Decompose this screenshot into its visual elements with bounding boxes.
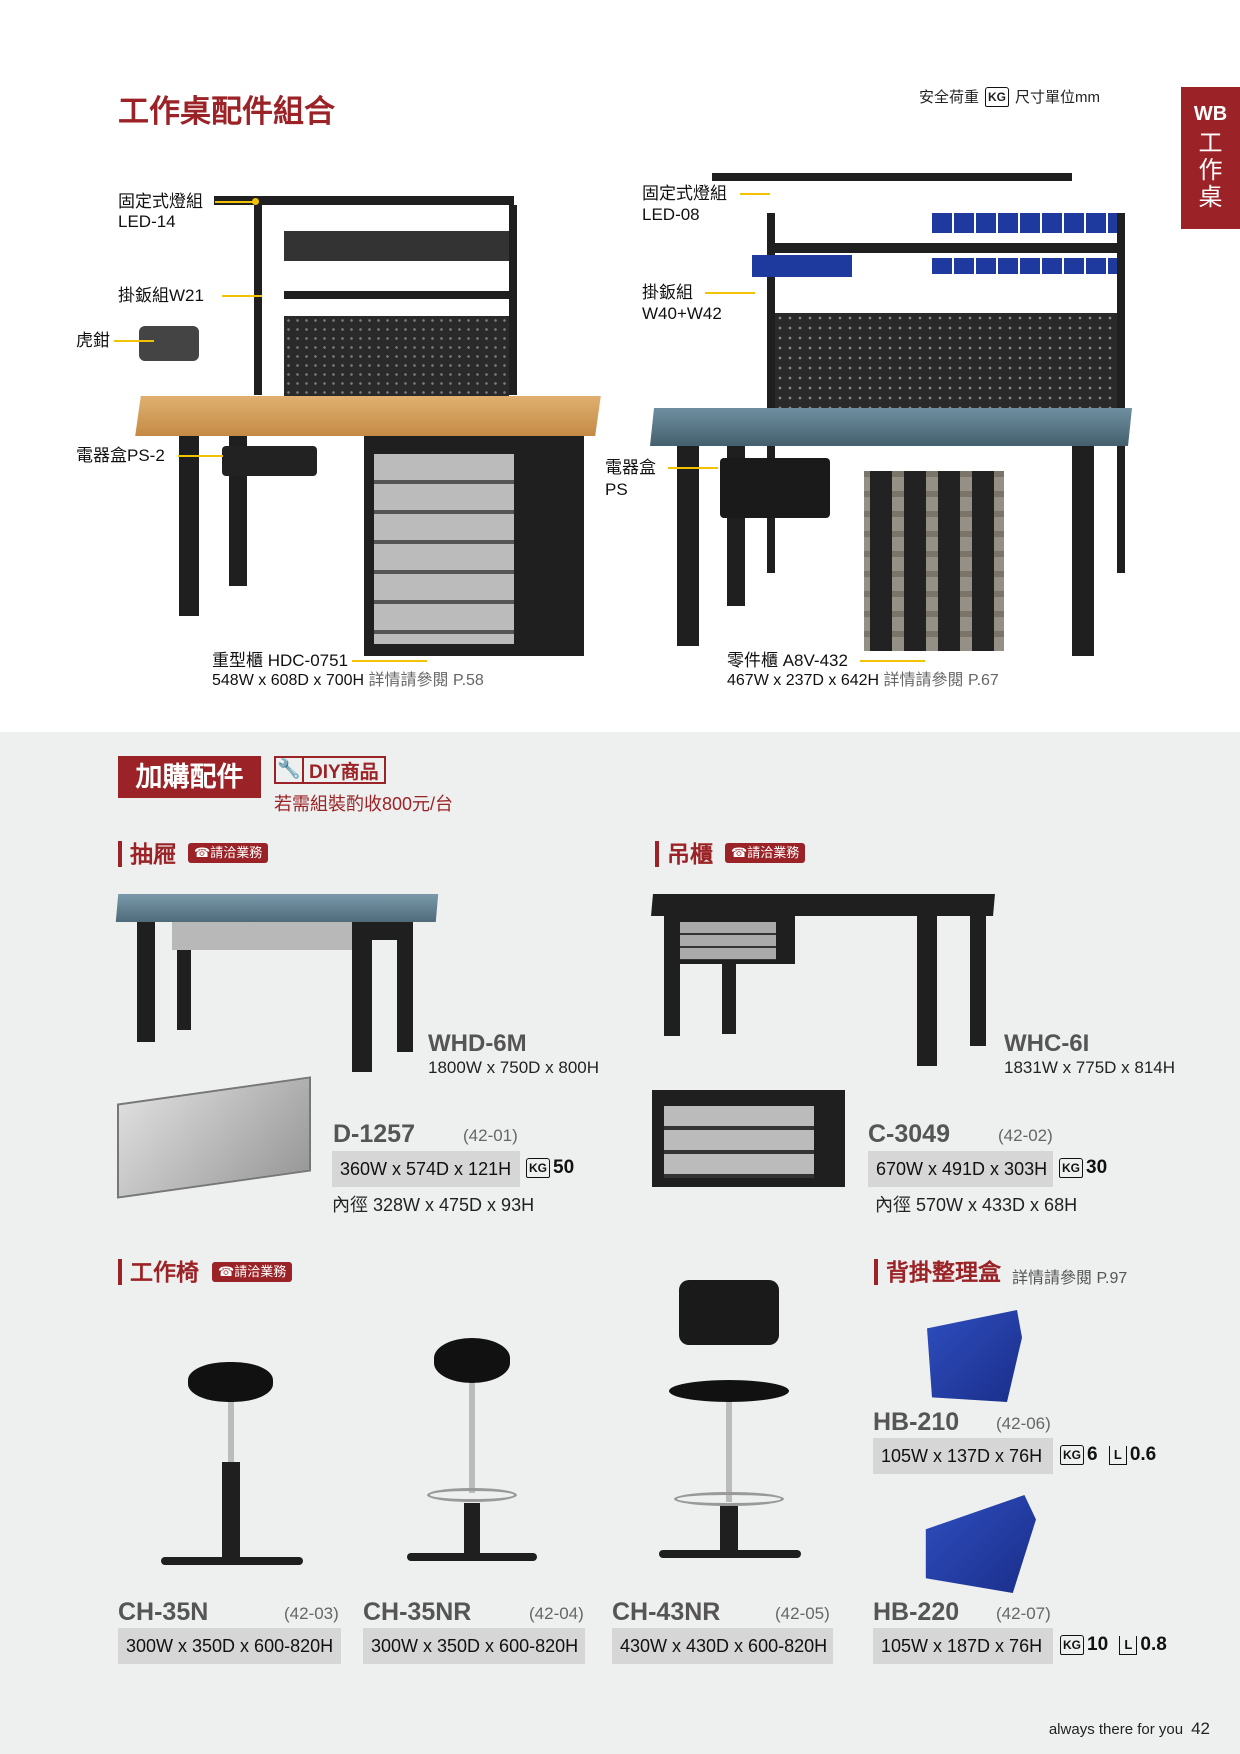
bin-dims: 105W x 137D x 76H (873, 1438, 1053, 1474)
whd-desk-image (115, 894, 439, 1074)
hdc0751-info: 548W x 608D x 700H 詳情請參閱 P.58 (212, 672, 484, 689)
c3049-dims: 670W x 491D x 303H (868, 1151, 1053, 1187)
chair-model: CH-35NR (363, 1598, 472, 1626)
legend-load: 安全荷重 (919, 89, 980, 106)
d1257-model: D-1257 (333, 1120, 415, 1148)
section-tab-label: 工作桌 (1198, 130, 1223, 211)
addon-title: 加購配件 (118, 756, 261, 798)
contact-badge[interactable]: ☎請洽業務 (188, 843, 269, 863)
c3049-inner: 內徑 570W x 433D x 68H (875, 1195, 1078, 1215)
chair-ch35nr-image (402, 1338, 542, 1588)
chair-code: (42-03) (284, 1604, 339, 1623)
section-tab[interactable]: WB 工作桌 (1181, 87, 1240, 229)
label-vise: 虎鉗 (76, 331, 110, 350)
chair-code: (42-05) (775, 1604, 830, 1623)
d1257-code: (42-01) (463, 1126, 518, 1145)
ref-link[interactable]: 詳情請參閱 P.67 (883, 672, 999, 689)
bin-code: (42-06) (996, 1414, 1051, 1433)
label-led14: 固定式燈組 (118, 192, 203, 211)
a8v432-info: 467W x 237D x 642H 詳情請參閱 P.67 (727, 672, 999, 689)
whd-model: WHD-6M (428, 1030, 527, 1057)
kg-icon: KG (1060, 1445, 1084, 1465)
label-a8v432: 零件櫃 A8V-432 (727, 651, 848, 670)
contact-badge[interactable]: ☎請洽業務 (212, 1262, 293, 1282)
whd-dims: 1800W x 750D x 800H (428, 1058, 600, 1077)
ref-link[interactable]: 詳情請參閱 P.58 (368, 672, 484, 689)
kg-icon: KG (1060, 1635, 1084, 1655)
whc-model: WHC-6I (1004, 1030, 1090, 1057)
chair-code: (42-04) (529, 1604, 584, 1623)
chair-dims: 300W x 350D x 600-820H (118, 1628, 341, 1664)
diy-badge: 🔧 DIY商品 (274, 756, 386, 784)
hanging-cabinet-image (652, 1090, 845, 1187)
d1257-inner: 內徑 328W x 475D x 93H (332, 1195, 535, 1215)
drawer-heading: 抽屜 (118, 841, 176, 867)
whc-dims: 1831W x 775D x 814H (1004, 1058, 1176, 1077)
chair-ch43nr-image (654, 1280, 806, 1588)
whc-desk-image (651, 894, 995, 1074)
label-led08: 固定式燈組 (642, 184, 727, 203)
footer: always there for you 42 (1049, 1719, 1210, 1739)
label-ps: 電器盒 (605, 458, 656, 477)
label-ps2: 電器盒PS-2 (76, 446, 165, 465)
diy-note: 若需組裝酌收800元/台 (274, 794, 454, 814)
label-hdc0751: 重型櫃 HDC-0751 (212, 651, 349, 670)
c3049-code: (42-02) (998, 1126, 1053, 1145)
chair-dims: 300W x 350D x 600-820H (363, 1628, 585, 1664)
chair-model: CH-43NR (612, 1598, 721, 1626)
label-led14-code: LED-14 (118, 212, 176, 231)
bin-code: (42-07) (996, 1604, 1051, 1623)
workbench-right-image (650, 173, 1132, 663)
liter-icon: L (1119, 1635, 1138, 1655)
hanging-heading: 吊櫃 (655, 841, 713, 867)
bin-model: HB-210 (873, 1408, 960, 1436)
chair-dims: 430W x 430D x 600-820H (612, 1628, 833, 1664)
wrench-icon: 🔧 (276, 758, 304, 782)
legend: 安全荷重 KG 尺寸單位mm (919, 86, 1100, 107)
kg-icon: KG (526, 1158, 550, 1178)
legend-unit: 尺寸單位mm (1015, 89, 1101, 106)
label-led08-code: LED-08 (642, 205, 700, 224)
page-number: 42 (1191, 1719, 1210, 1738)
label-ps-code: PS (605, 480, 628, 499)
chairs-heading: 工作椅 (118, 1259, 199, 1285)
footer-slogan: always there for you (1048, 1721, 1184, 1738)
bin-model: HB-220 (873, 1598, 960, 1626)
liter-icon: L (1108, 1445, 1127, 1465)
bin-dims: 105W x 187D x 76H (873, 1628, 1053, 1664)
bin-hb210-image (927, 1310, 1022, 1402)
kg-icon: KG (985, 86, 1010, 107)
c3049-model: C-3049 (868, 1120, 950, 1148)
section-tab-code: WB (1193, 103, 1228, 125)
kg-icon: KG (1059, 1158, 1083, 1178)
label-w40w42-code: W40+W42 (642, 304, 722, 323)
page-title: 工作桌配件組合 (118, 94, 335, 129)
chair-model: CH-35N (118, 1598, 209, 1626)
bins-ref[interactable]: 詳情請參閱 P.97 (1012, 1270, 1128, 1287)
chair-ch35n-image (156, 1362, 308, 1588)
contact-badge[interactable]: ☎請洽業務 (725, 843, 806, 863)
bins-heading: 背掛整理盒 (874, 1259, 1001, 1285)
workbench-left-image (134, 196, 604, 662)
label-w40w42: 掛鈑組 (642, 283, 693, 302)
label-w21: 掛鈑組W21 (118, 286, 204, 305)
d1257-dims: 360W x 574D x 121H (332, 1151, 520, 1187)
